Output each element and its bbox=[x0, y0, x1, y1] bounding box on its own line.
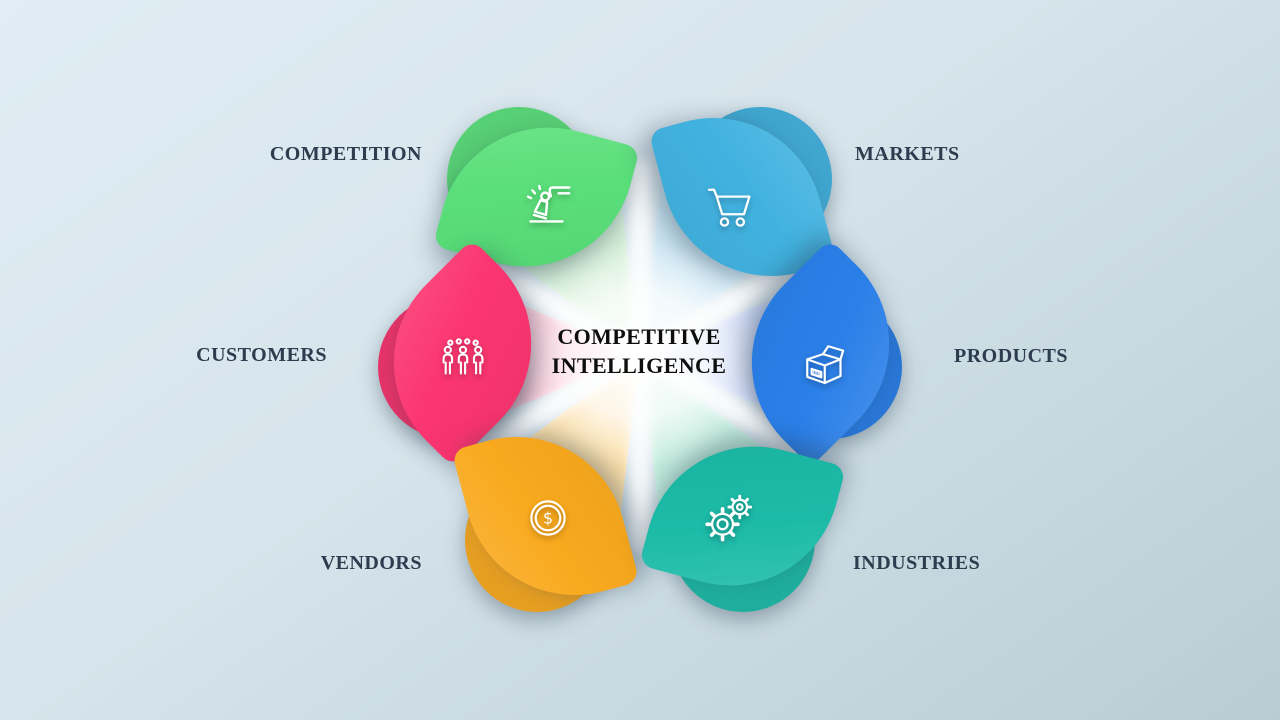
product-box-icon bbox=[795, 334, 851, 390]
shopping-cart-icon bbox=[700, 178, 758, 236]
customers-label: CUSTOMERS bbox=[196, 344, 327, 366]
products-label: PRODUCTS bbox=[954, 345, 1069, 367]
dollar-coin-icon: $ bbox=[520, 490, 576, 546]
vendors-label: VENDORS bbox=[320, 552, 422, 574]
chess-competition-icon bbox=[515, 172, 577, 234]
diagram-title: COMPETITIVE INTELLIGENCE bbox=[489, 322, 789, 380]
svg-text:$: $ bbox=[543, 509, 553, 528]
customers-group-icon bbox=[436, 333, 490, 387]
industries-label: INDUSTRIES bbox=[853, 552, 981, 574]
gears-icon bbox=[699, 488, 757, 546]
competition-label: COMPETITION bbox=[269, 143, 422, 165]
diagram-title-line2: INTELLIGENCE bbox=[551, 353, 727, 378]
diagram-title-line1: COMPETITIVE bbox=[557, 324, 721, 349]
center-glow bbox=[520, 245, 760, 465]
markets-label: MARKETS bbox=[855, 143, 960, 165]
